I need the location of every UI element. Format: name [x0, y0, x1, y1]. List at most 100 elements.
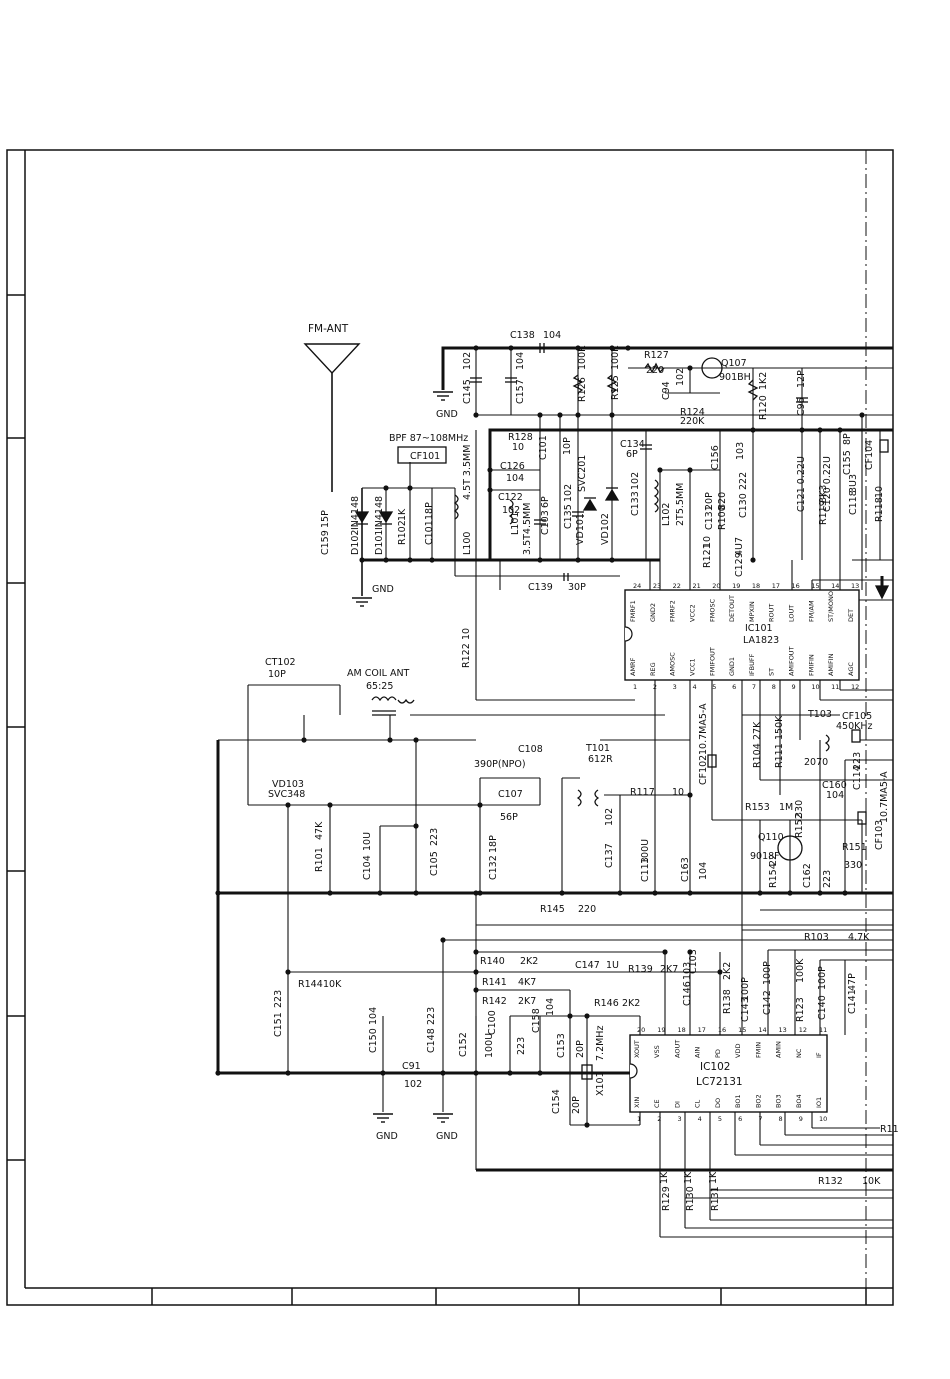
component-label: C140: [817, 995, 828, 1020]
component-label: R142: [482, 996, 507, 1007]
component-label: 10: [874, 486, 885, 498]
ic102-bottom-pin-name: CE: [653, 1099, 661, 1108]
ic101-bottom-pin-num: 10: [811, 683, 819, 691]
component-label: 10P: [268, 669, 286, 680]
component-label: CT102: [265, 657, 296, 668]
component-label: 10U: [362, 832, 373, 851]
component-label: R132: [818, 1176, 843, 1187]
component-label: R101: [314, 847, 325, 872]
component-label: C153: [556, 1033, 567, 1058]
component-label: CF104: [864, 440, 875, 470]
ic101-bottom-pin-name: AMIFIN: [827, 653, 835, 676]
component-label: 104: [545, 998, 556, 1016]
component-label: 102: [675, 368, 686, 386]
component-label: 30P: [568, 582, 586, 593]
component-label: R117: [630, 787, 655, 798]
component-label: C122: [498, 492, 523, 503]
ic102-top-pin-num: 14: [758, 1026, 766, 1034]
ic102-top-pin-num: 18: [677, 1026, 685, 1034]
component-label: C114: [852, 765, 863, 790]
component-label: 2K2: [722, 962, 733, 980]
am-coil-ratio: 65:25: [366, 681, 393, 692]
ic101-top-pin-num: 23: [653, 582, 661, 590]
ic101-top-pin-num: 16: [792, 582, 800, 590]
ic101-bottom-pin-name: FMIFOUT: [708, 647, 716, 676]
component-label: 100P: [740, 977, 751, 1001]
component-label: R153: [745, 802, 770, 813]
component-label: C104: [362, 855, 373, 880]
ic102-top-pin-name: VDD: [734, 1044, 742, 1058]
component-label: R127: [644, 350, 669, 361]
component-label: C121 0.22U: [796, 456, 807, 512]
component-label: 1K2: [758, 372, 769, 390]
component-label: C118: [848, 490, 859, 515]
component-label: C108: [518, 744, 543, 755]
component-label: 6P: [626, 449, 638, 460]
ic102-top-pin-name: XOUT: [633, 1040, 641, 1058]
component-label: 9018F: [750, 851, 780, 862]
ic102-bottom-pin-name: XIN: [633, 1097, 641, 1108]
ic101-bottom-pin-name: GND1: [728, 657, 736, 676]
ic101-top-pin-name: ROUT: [768, 604, 776, 622]
component-label: VD101: [575, 513, 586, 545]
ic101-bottom-pin-name: AMRF: [629, 657, 637, 676]
component-label: 820: [717, 492, 728, 510]
component-label: 330: [794, 800, 805, 818]
component-label: 223: [516, 1037, 527, 1055]
component-label: R140: [480, 956, 505, 967]
component-label: C126: [500, 461, 525, 472]
component-label: 222: [738, 472, 749, 490]
ground-label-mid: GND: [372, 584, 394, 595]
ic101-top-pin-name: MPXIN: [748, 601, 756, 622]
ic101-top-pin-name: FM/AM: [807, 600, 815, 622]
component-label: C141: [847, 989, 858, 1014]
component-label: R141: [482, 977, 507, 988]
component-label: L101: [510, 512, 521, 535]
component-label: C101: [424, 520, 435, 545]
component-label: 102: [462, 352, 473, 370]
bpf-ref: CF101: [410, 451, 440, 462]
ic101-part: LA1823: [743, 635, 779, 646]
component-label: 612R: [588, 754, 613, 765]
ic101-bottom-pin-name: ST: [768, 668, 776, 676]
component-label: R111: [774, 743, 785, 768]
component-label: 102: [563, 484, 574, 502]
component-label: 102: [502, 505, 520, 516]
component-label: 12P: [796, 370, 807, 388]
component-label: 104: [515, 352, 526, 370]
component-label: 20P: [575, 1040, 586, 1058]
component-label: R146: [594, 998, 619, 1009]
component-label: 330: [844, 860, 862, 871]
component-label: C134: [620, 439, 645, 450]
ic102-top-pin-num: 17: [698, 1026, 706, 1034]
ic102-top-pin-num: 11: [819, 1026, 827, 1034]
component-label: IN4148: [350, 496, 361, 530]
ic101-top-pin-name: FMRF2: [669, 600, 677, 622]
ic102-bottom-pin-num: 6: [738, 1115, 742, 1123]
ic102-bottom-pin-num: 3: [677, 1115, 681, 1123]
component-label: 27K: [752, 721, 763, 740]
component-label: C101: [538, 435, 549, 460]
component-label: 8P: [842, 433, 853, 445]
component-label: C139: [528, 582, 553, 593]
component-label: C137: [604, 843, 615, 868]
component-label: C130: [738, 493, 749, 518]
component-label: 150K: [774, 715, 785, 740]
ic102-bottom-pin-name: BO3: [775, 1094, 783, 1108]
ic102-top-pin-name: AMIN: [775, 1041, 783, 1058]
component-label: 10P: [562, 437, 573, 455]
ic102-top-pin-name: AIN: [694, 1047, 702, 1058]
ic101-bottom-pin-num: 11: [831, 683, 839, 691]
ic102-ref: IC102: [700, 1061, 730, 1073]
ic101-bottom-pin-name: FMIFIN: [807, 654, 815, 676]
component-label: 4K7: [518, 977, 536, 988]
ic102-bottom-pin-name: IO1: [815, 1097, 823, 1108]
ic102-top-pin-num: 16: [718, 1026, 726, 1034]
component-label: L100: [462, 532, 473, 555]
component-label: 2K2: [520, 956, 538, 967]
component-label: 56P: [500, 812, 518, 823]
component-label: R103: [804, 932, 829, 943]
ic101-bottom-pin-num: 3: [673, 683, 677, 691]
component-label: 390P(NPO): [474, 759, 526, 770]
component-label: 223: [852, 752, 863, 770]
